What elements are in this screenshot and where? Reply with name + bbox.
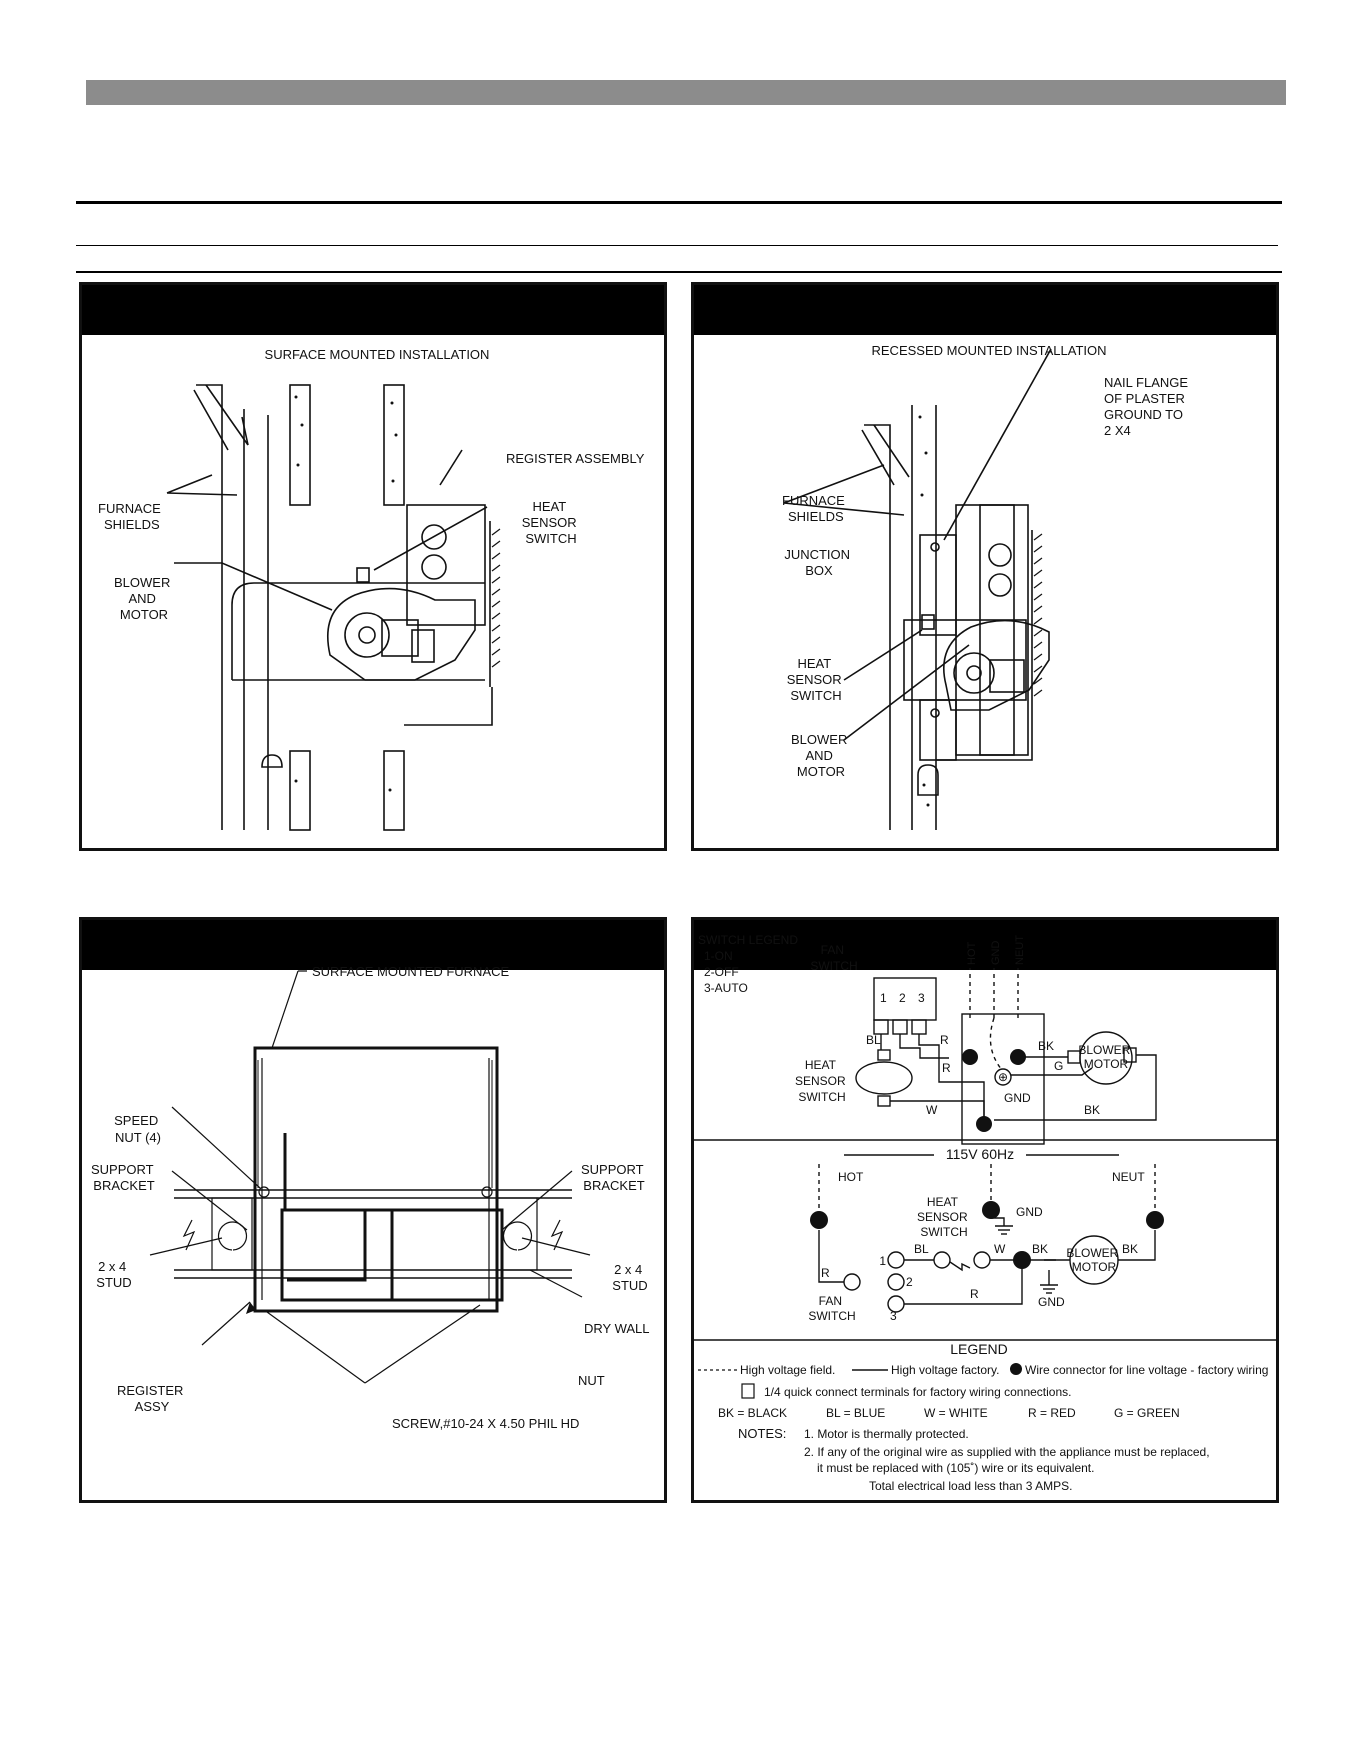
register-assy-label: REGISTER ASSY: [117, 1383, 187, 1414]
schematic-blower-motor-label: BLOWER MOTOR: [1066, 1246, 1121, 1274]
ground-screw-icon: ⊕: [998, 1070, 1008, 1084]
switch-legend-text: SWITCH LEGEND 1-ON 2-OFF 3-AUTO: [698, 933, 801, 995]
schematic-gnd-label: GND: [1016, 1205, 1043, 1219]
nail-flange-label: NAIL FLANGE OF PLASTER GROUND TO 2 X4: [1104, 375, 1192, 438]
recessed-mount-drawing: RECESSED MOUNTED INSTALLATION: [782, 343, 1192, 830]
register-assembly-label: REGISTER ASSEMBLY: [506, 451, 645, 466]
wire-g-label: G: [1054, 1059, 1063, 1073]
junction-box-label: JUNCTION BOX: [784, 547, 853, 578]
figure-header-bar: [82, 285, 664, 335]
surface-mount-drawing: SURFACE MOUNTED INSTALLATION: [98, 347, 645, 831]
note-1: 1. Motor is thermally protected.: [804, 1427, 969, 1441]
notes-label: NOTES:: [738, 1426, 786, 1441]
voltage-label: 115V 60Hz: [946, 1146, 1014, 1162]
supply-gnd-label: GND: [990, 941, 1002, 966]
schematic-wire-bk: BK: [1032, 1242, 1048, 1256]
legend-color-codes: BK = BLACK BL = BLUE W = WHITE R = RED G…: [718, 1406, 1180, 1420]
wiring-diagram-drawing: ⊕ SWITCH LEGEND 1-ON 2-OFF 3-AUTO FAN SW…: [694, 933, 1276, 1493]
figure-wiring-diagram: ⊕ SWITCH LEGEND 1-ON 2-OFF 3-AUTO FAN SW…: [691, 917, 1279, 1503]
mounting-detail-drawing: SURFACE MOUNTED FURNACE SPEED NUT (4) SU…: [91, 964, 650, 1431]
figure-header-bar: [694, 285, 1276, 335]
schematic-wire-w: W: [994, 1242, 1006, 1256]
dry-wall-label: DRY WALL: [584, 1321, 650, 1336]
motor-gnd-label: GND: [1038, 1295, 1065, 1309]
schematic-hot-label: HOT: [838, 1170, 864, 1184]
wire-bk-label: BK: [1084, 1103, 1100, 1117]
supply-neut-label: NEUT: [1014, 935, 1026, 965]
stud-right-label: 2 x 4 STUD: [612, 1262, 647, 1293]
figure-mounting-detail: SURFACE MOUNTED FURNACE SPEED NUT (4) SU…: [79, 917, 667, 1503]
terminal-1-label: 1: [879, 1254, 886, 1268]
blower-motor-label: BLOWER AND MOTOR: [114, 575, 174, 622]
figure-header-bar: [82, 920, 664, 970]
terminal-2-label: 2: [906, 1275, 913, 1289]
figure-title: SURFACE MOUNTED INSTALLATION: [265, 347, 490, 362]
legend-title: LEGEND: [950, 1341, 1008, 1357]
surface-mounted-furnace-label: SURFACE MOUNTED FURNACE: [312, 964, 510, 979]
speed-nut-label: SPEED NUT (4): [114, 1113, 162, 1145]
figure-header-bar: [694, 920, 1276, 970]
section-rule-top: [76, 201, 1282, 204]
fan-switch-terminals: 1 2 3: [880, 991, 925, 1005]
schematic-wire-r: R: [821, 1266, 830, 1280]
schematic-wire-bk: BK: [1122, 1242, 1138, 1256]
wire-r-label: R: [942, 1061, 951, 1075]
legend-factory-text: High voltage factory.: [891, 1363, 1000, 1377]
support-bracket-left-label: SUPPORT BRACKET: [91, 1162, 157, 1193]
note-2b: it must be replaced with (105˚) wire or …: [817, 1461, 1094, 1475]
schematic-wire-bl: BL: [914, 1242, 929, 1256]
legend-connector-text: Wire connector for line voltage - factor…: [1025, 1363, 1268, 1377]
furnace-shields-label: FURNACE SHIELDS: [98, 501, 164, 532]
stud-left-label: 2 x 4 STUD: [96, 1259, 131, 1290]
heat-sensor-switch-label: HEAT SENSOR SWITCH: [795, 1058, 849, 1104]
wire-w-label: W: [926, 1103, 938, 1117]
supply-hot-label: HOT: [966, 942, 978, 966]
figure-title: RECESSED MOUNTED INSTALLATION: [872, 343, 1107, 358]
legend-quick-connect-text: 1/4 quick connect terminals for factory …: [764, 1385, 1071, 1399]
gnd-label: GND: [1004, 1091, 1031, 1105]
nut-label: NUT: [578, 1373, 605, 1388]
note-3: Total electrical load less than 3 AMPS.: [869, 1479, 1072, 1493]
blower-motor-label: BLOWER AND MOTOR: [791, 732, 851, 779]
schematic-neut-label: NEUT: [1112, 1170, 1145, 1184]
heat-sensor-switch-label: HEAT SENSOR SWITCH: [787, 656, 846, 703]
wire-bl-label: BL: [866, 1033, 881, 1047]
furnace-shields-label: FURNACE SHIELDS: [782, 493, 848, 524]
screw-label: SCREW,#10-24 X 4.50 PHIL HD: [392, 1416, 579, 1431]
heat-sensor-switch-label: HEAT SENSOR SWITCH: [522, 499, 581, 546]
wire-bk-label: BK: [1038, 1039, 1054, 1053]
support-bracket-right-label: SUPPORT BRACKET: [581, 1162, 647, 1193]
note-2a: 2. If any of the original wire as suppli…: [804, 1445, 1210, 1459]
schematic-heat-sensor-label: HEAT SENSOR SWITCH: [917, 1195, 971, 1239]
schematic-wire-r: R: [970, 1287, 979, 1301]
section-rule-bottom: [76, 271, 1282, 273]
legend-field-text: High voltage field.: [740, 1363, 835, 1377]
section-rule-middle: [76, 245, 1278, 246]
wire-r-label: R: [940, 1033, 949, 1047]
terminal-3-label: 3: [890, 1309, 897, 1323]
blower-motor-label: BLOWER MOTOR: [1078, 1043, 1133, 1071]
schematic-fan-switch-label: FAN SWITCH: [808, 1294, 855, 1323]
header-bar: [86, 80, 1286, 105]
figure-surface-mounted-installation: SURFACE MOUNTED INSTALLATION: [79, 282, 667, 851]
fan-switch-label: FAN SWITCH: [810, 943, 857, 973]
figure-recessed-mounted-installation: RECESSED MOUNTED INSTALLATION: [691, 282, 1279, 851]
